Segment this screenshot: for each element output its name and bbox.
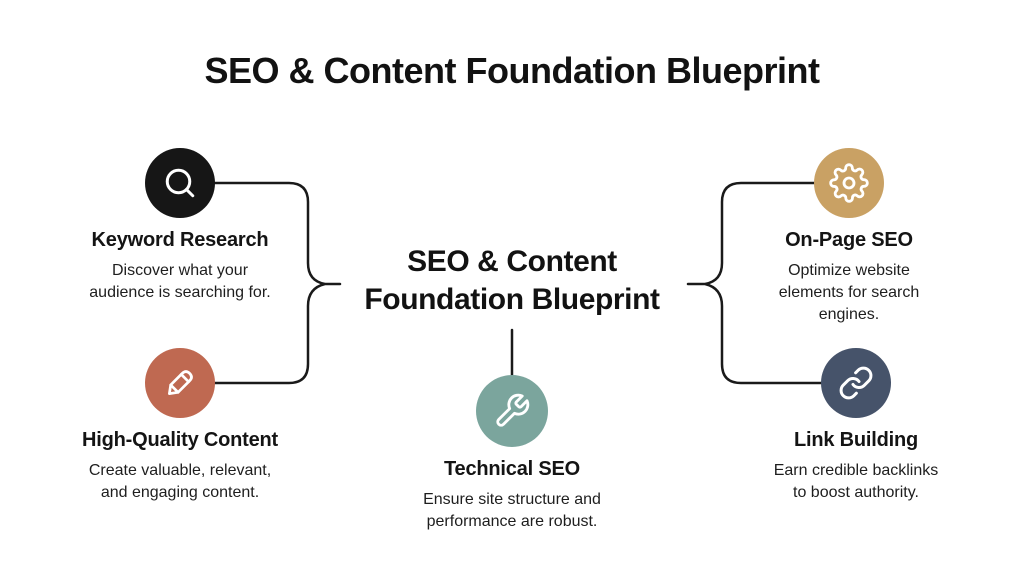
keyword-research-circle (145, 148, 215, 218)
technical-seo-circle (476, 375, 548, 447)
central-node-label: SEO & Content Foundation Blueprint (364, 245, 660, 316)
node-high-quality-content: High-Quality Content Create valuable, re… (50, 348, 310, 504)
node-on-page-seo: On-Page SEO Optimize website elements fo… (744, 148, 954, 326)
wrench-icon (496, 393, 530, 427)
node-title: Technical SEO (444, 458, 580, 480)
node-description: Create valuable, relevant, and engaging … (88, 462, 272, 501)
search-icon (165, 168, 195, 198)
node-description: Discover what your audience is searching… (89, 262, 271, 301)
node-description: Optimize website elements for search eng… (778, 262, 920, 323)
node-title: Link Building (793, 429, 919, 451)
link-building-circle (821, 348, 891, 418)
high-quality-content-circle (145, 348, 215, 418)
pen-icon (168, 370, 193, 395)
node-title: High-Quality Content (82, 429, 278, 451)
node-title: Keyword Research (91, 229, 269, 251)
node-description: Earn credible backlinks to boost authori… (773, 462, 939, 501)
node-keyword-research: Keyword Research Discover what your audi… (60, 148, 300, 304)
link-icon (839, 366, 873, 400)
page-title: SEO & Content Foundation Blueprint (204, 50, 820, 91)
gear-icon (829, 163, 869, 203)
node-technical-seo: Technical SEO Ensure site structure and … (377, 375, 647, 533)
on-page-seo-circle (814, 148, 884, 218)
node-title: On-Page SEO (785, 229, 913, 251)
node-description: Ensure site structure and performance ar… (423, 491, 601, 530)
node-link-building: Link Building Earn credible backlinks to… (736, 348, 976, 504)
